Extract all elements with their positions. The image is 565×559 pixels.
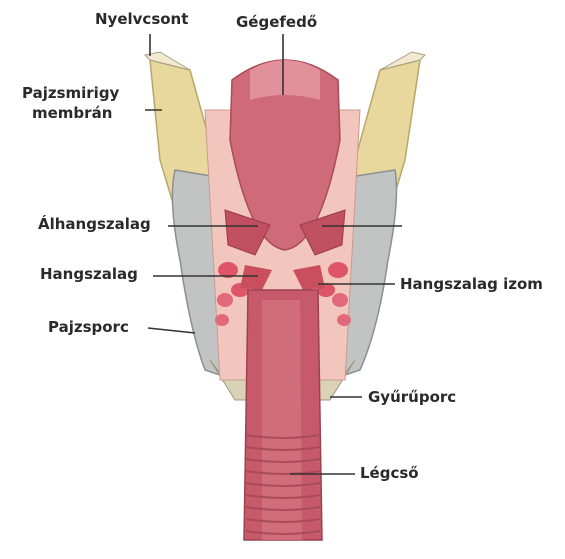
label-legcso: Légcső [360,464,419,483]
label-hangszalag-izom: Hangszalag izom [400,275,543,294]
label-gegefedo: Gégefedő [236,13,317,32]
label-pajzsmirigy-membran-line2: membrán [32,104,112,123]
leader-pajzsporc [148,328,195,333]
label-gyuruporc: Gyűrűporc [368,388,456,407]
label-hangszalag: Hangszalag [40,265,138,284]
trachea [244,290,322,540]
label-nyelvcsont: Nyelvcsont [95,10,188,29]
label-pajzsmirigy-membran-line1: Pajzsmirigy [22,84,119,103]
label-alhangszalag: Álhangszalag [38,215,151,234]
label-pajzsporc: Pajzsporc [48,318,129,337]
